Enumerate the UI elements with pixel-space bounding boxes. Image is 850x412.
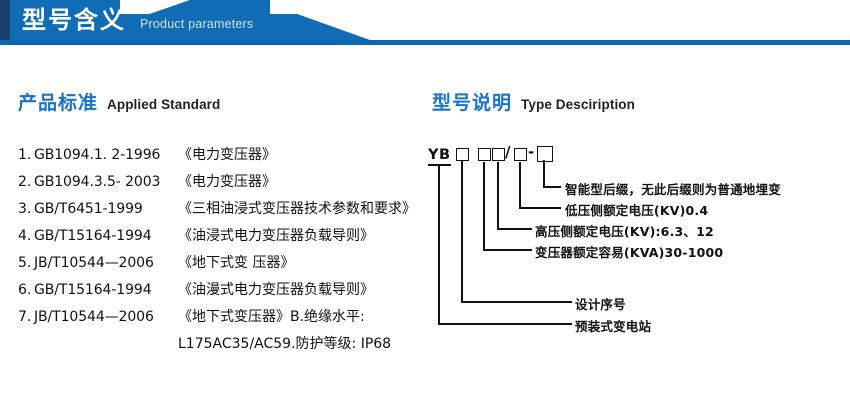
list-item: 1. GB1094.1. 2-1996 《电力变压器》 bbox=[18, 144, 448, 171]
leader-line-horizontal bbox=[483, 249, 532, 251]
banner-title: 型号含义 bbox=[22, 6, 126, 34]
list-item-name: 《电力变压器》 bbox=[178, 147, 276, 163]
list-item-name: 《电力变压器》 bbox=[178, 174, 276, 190]
leader-line-horizontal bbox=[497, 228, 532, 230]
leader-line-vertical bbox=[519, 162, 521, 208]
list-item: 7. JB/T10544—2006 《地下式变压器》B.绝缘水平: bbox=[18, 306, 448, 333]
list-item-index: 6. bbox=[18, 282, 32, 298]
section-heading-applied-standard: 产品标准 Applied Standard bbox=[18, 88, 220, 115]
leader-line-horizontal bbox=[461, 301, 572, 303]
list-item-index: 2. bbox=[18, 174, 32, 190]
callout-label-1: 智能型后缀，无此后缀则为普通地埋变 bbox=[565, 182, 781, 197]
callout-label-5: 设计序号 bbox=[575, 297, 626, 312]
list-item-name: 《三相油浸式变压器技术参数和要求》 bbox=[178, 201, 416, 217]
list-item: 3. GB/T6451-1999 《三相油浸式变压器技术参数和要求》 bbox=[18, 198, 448, 225]
section-heading-cn: 产品标准 bbox=[18, 92, 99, 114]
list-item-index: 1. bbox=[18, 147, 32, 163]
leader-line-vertical bbox=[483, 162, 485, 250]
list-item-name: 《地下式变压器》B.绝缘水平: bbox=[178, 309, 365, 325]
section-heading-type-description: 型号说明 Type Desciription bbox=[432, 88, 635, 115]
leader-line-vertical bbox=[497, 162, 499, 229]
section-heading-en: Type Desciription bbox=[521, 97, 635, 112]
standards-list: 1. GB1094.1. 2-1996 《电力变压器》 2. GB1094.3.… bbox=[18, 144, 448, 360]
list-item-index: 3. bbox=[18, 201, 32, 217]
leader-line-horizontal bbox=[543, 186, 561, 188]
list-item-index: 7. bbox=[18, 309, 32, 325]
list-item-name: 《油漫式电力变压器负载导则》 bbox=[178, 282, 374, 298]
list-item-code: GB1094.1. 2-1996 bbox=[34, 147, 161, 163]
type-code-box-4 bbox=[514, 148, 527, 161]
type-code-slash: / bbox=[505, 143, 511, 161]
callout-label-6: 预装式变电站 bbox=[575, 319, 652, 334]
list-item-code: JB/T10544—2006 bbox=[34, 309, 154, 325]
banner-tail-shape bbox=[240, 14, 370, 40]
list-item-index: 5. bbox=[18, 255, 32, 271]
leader-line-vertical bbox=[438, 164, 440, 324]
list-item-index: 4. bbox=[18, 228, 32, 244]
list-item-name: 《地下式变 压器》 bbox=[178, 255, 295, 271]
banner-left-accent bbox=[0, 0, 10, 40]
leader-line-vertical bbox=[461, 161, 463, 302]
section-heading-en: Applied Standard bbox=[107, 97, 221, 112]
type-code-box-3 bbox=[492, 148, 505, 161]
type-code-box-2 bbox=[478, 148, 491, 161]
list-item-code: GB1094.3.5- 2003 bbox=[34, 174, 161, 190]
type-code-dash: - bbox=[528, 143, 535, 161]
type-code-box-1 bbox=[456, 148, 469, 161]
list-item-code: GB/T15164-1994 bbox=[34, 282, 152, 298]
list-item: 2. GB1094.3.5- 2003 《电力变压器》 bbox=[18, 171, 448, 198]
type-code-diagram: YB / - 智能型后缀，无此后缀则为普通地埋变 低压侧额定电压(KV)0.4 … bbox=[425, 143, 850, 345]
list-item-continuation: L175AC35/AC59.防护等级: IP68 bbox=[178, 336, 392, 352]
leader-line-vertical bbox=[543, 160, 545, 187]
banner-subtitle: Product parameters bbox=[140, 17, 254, 31]
callout-label-3: 高压侧额定电压(KV):6.3、12 bbox=[535, 224, 714, 239]
callout-label-2: 低压侧额定电压(KV)0.4 bbox=[565, 203, 709, 218]
page-header-banner: 型号含义 Product parameters bbox=[0, 0, 850, 47]
list-item: 6. GB/T15164-1994 《油漫式电力变压器负载导则》 bbox=[18, 279, 448, 306]
list-item-code: JB/T10544—2006 bbox=[34, 255, 154, 271]
list-item-code: GB/T15164-1994 bbox=[34, 228, 152, 244]
section-heading-cn: 型号说明 bbox=[432, 92, 513, 114]
leader-line-horizontal bbox=[519, 207, 561, 209]
type-code-box-5 bbox=[537, 146, 553, 162]
list-item-code: GB/T6451-1999 bbox=[34, 201, 143, 217]
list-item-name: 《油浸式电力变压器负载导则》 bbox=[178, 228, 374, 244]
banner-underline-bar bbox=[0, 40, 850, 45]
callout-label-4: 变压器额定容易(KVA)30-1000 bbox=[535, 245, 724, 260]
list-item: 4. GB/T15164-1994 《油浸式电力变压器负载导则》 bbox=[18, 225, 448, 252]
list-item: 5. JB/T10544—2006 《地下式变 压器》 bbox=[18, 252, 448, 279]
leader-line-horizontal bbox=[438, 323, 572, 325]
